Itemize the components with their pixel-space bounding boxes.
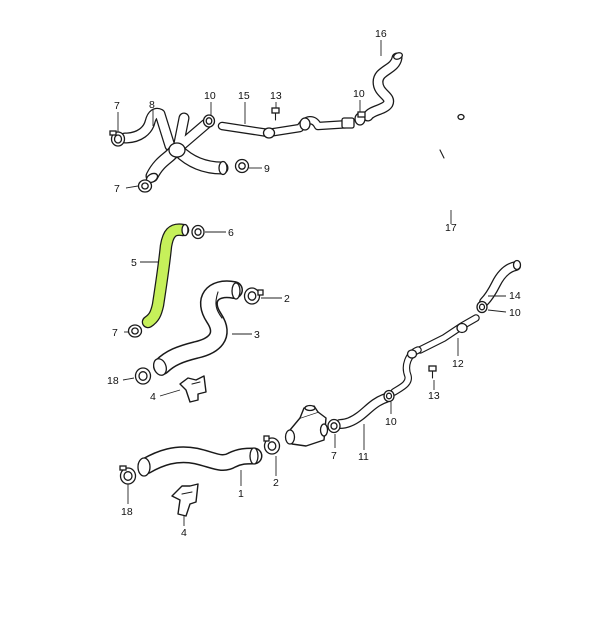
part-5-hose-highlighted[interactable]	[141, 223, 190, 329]
callout-10-lower: 10	[385, 416, 397, 428]
callout-3: 3	[254, 329, 260, 341]
callout-7-upper-left: 7	[114, 100, 120, 112]
bracket-4-lower[interactable]	[171, 483, 199, 517]
bolt-13-lower[interactable]	[428, 365, 437, 379]
callout-10-upper-right: 10	[353, 88, 365, 100]
callout-6: 6	[228, 227, 234, 239]
clamp-7-lower-middle[interactable]	[327, 418, 341, 434]
callout-13-upper: 13	[270, 90, 282, 102]
clamp-2-lower[interactable]	[263, 435, 281, 455]
callout-2-middle: 2	[284, 293, 290, 305]
callout-11: 11	[358, 451, 369, 463]
callout-18-middle: 18	[107, 375, 119, 387]
t-fitting-housing[interactable]	[284, 404, 329, 447]
part-17-line-bracket[interactable]	[403, 113, 471, 221]
part-3-hose[interactable]	[151, 280, 243, 377]
part-16-hose[interactable]	[362, 52, 404, 122]
callout-17: 17	[445, 222, 457, 234]
clamp-10-upper-left[interactable]	[202, 114, 216, 128]
clamp-9[interactable]	[234, 158, 250, 174]
callout-labels: 16 7 8 10 15 13 10 7 9 17 6 5 2 7 3 14 1…	[107, 28, 521, 539]
clamp-7-mid-left[interactable]	[137, 179, 153, 193]
bolt-13-upper[interactable]	[271, 107, 280, 121]
callout-18-lower: 18	[121, 506, 133, 518]
callout-4-lower: 4	[181, 527, 187, 539]
part-11-hose[interactable]	[335, 393, 391, 429]
leader-lines	[117, 40, 507, 526]
clamp-7-upper-left[interactable]	[109, 130, 126, 147]
callout-10-upper-left: 10	[204, 90, 216, 102]
part-12-pipe[interactable]	[390, 314, 480, 396]
bracket-4-middle[interactable]	[179, 375, 207, 403]
clamp-6[interactable]	[191, 224, 205, 240]
callout-16: 16	[375, 28, 387, 40]
callout-15: 15	[238, 90, 250, 102]
part-14-hose[interactable]	[479, 259, 522, 307]
callout-7-lower-left: 7	[112, 327, 118, 339]
callout-9: 9	[264, 163, 270, 175]
clamp-18-middle[interactable]	[134, 367, 152, 385]
callout-14: 14	[509, 290, 521, 302]
callout-10-right: 10	[509, 307, 521, 319]
callout-2-lower: 2	[273, 477, 279, 489]
part-8-y-pipe[interactable]	[119, 107, 229, 184]
callout-12: 12	[452, 358, 464, 370]
clamp-2-middle[interactable]	[243, 287, 264, 305]
clamp-18-lower[interactable]	[119, 465, 137, 485]
clamp-7-lower-left[interactable]	[127, 324, 143, 338]
clamp-10-upper-right[interactable]	[354, 111, 366, 126]
callout-4-middle: 4	[150, 391, 156, 403]
callout-1: 1	[238, 488, 244, 500]
part-1-hose[interactable]	[137, 446, 263, 477]
clamp-10-right[interactable]	[476, 300, 488, 314]
callout-7-lower-middle: 7	[331, 450, 337, 462]
clamp-10-lower[interactable]	[383, 389, 395, 403]
part-15-pipe[interactable]	[217, 116, 355, 139]
callout-13-lower: 13	[428, 390, 440, 402]
callout-8: 8	[149, 99, 155, 111]
callout-7-mid-left: 7	[114, 183, 120, 195]
callout-5: 5	[131, 257, 137, 269]
